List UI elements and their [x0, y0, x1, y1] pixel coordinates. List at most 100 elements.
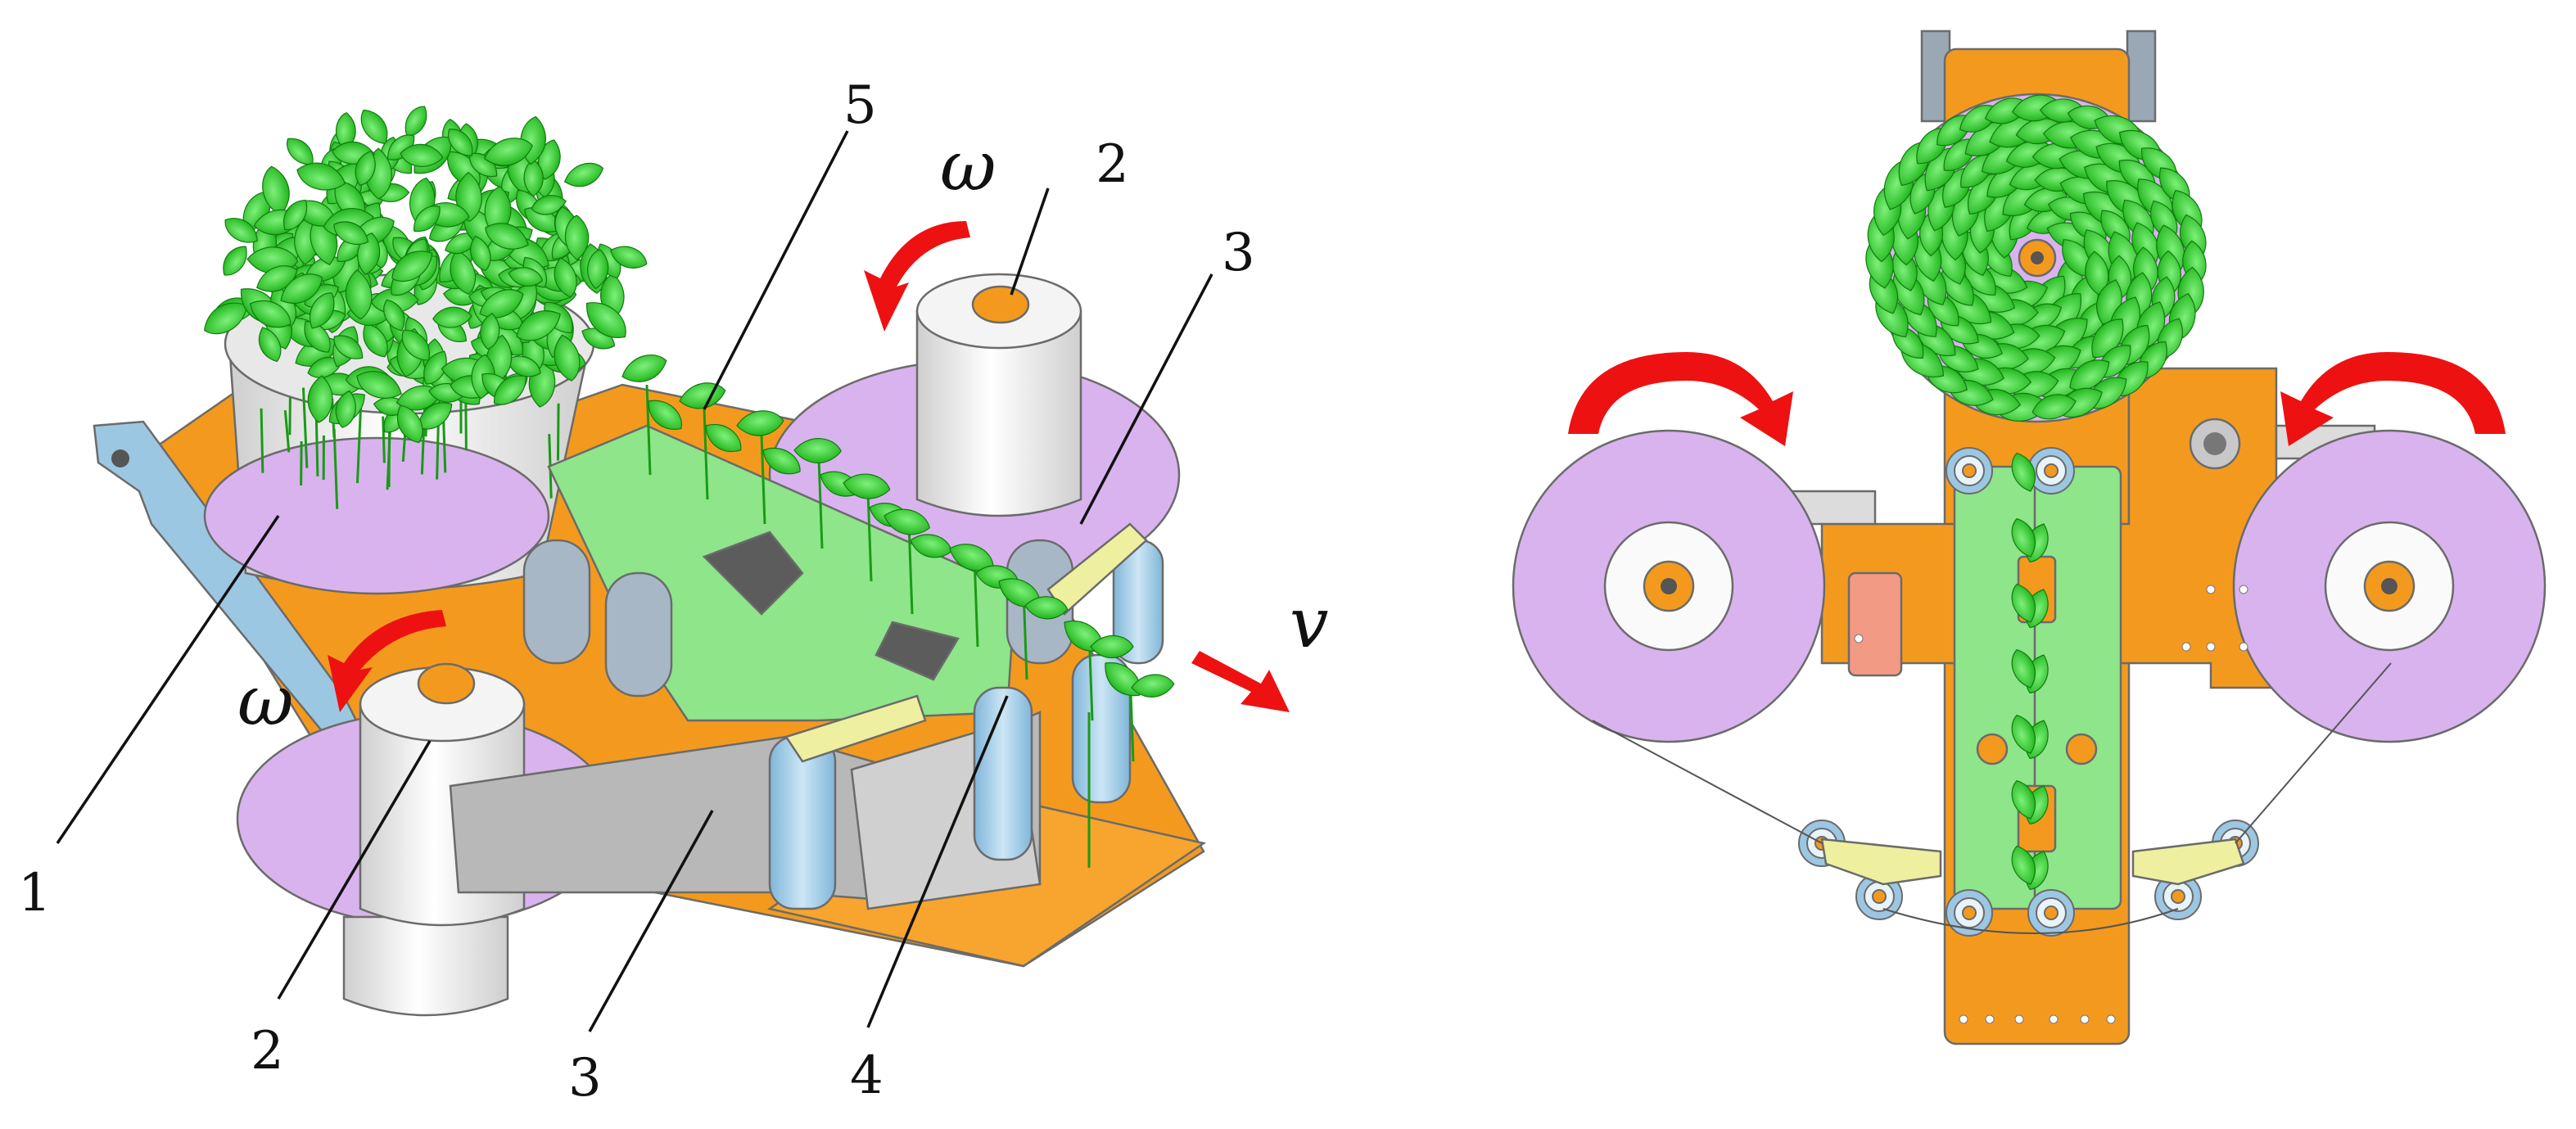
mount-hole — [2080, 1014, 2090, 1024]
mount-hole — [2206, 585, 2216, 594]
leaf — [470, 235, 491, 272]
callout-2-lower: 2 — [251, 1021, 284, 1082]
bracket-hole — [111, 449, 129, 467]
stem — [355, 404, 363, 484]
leaf — [345, 269, 373, 320]
leaf — [414, 205, 441, 232]
transplanted-seedlings — [621, 354, 1175, 868]
leaf — [283, 199, 308, 230]
leaf — [1090, 634, 1134, 659]
leaf — [485, 223, 529, 250]
stem — [817, 458, 824, 549]
mount-hole — [1959, 1014, 1968, 1024]
leaf — [554, 334, 581, 382]
rotation-arrow-icon — [328, 610, 446, 712]
leaf — [432, 306, 472, 328]
rotation-arrow-icon — [1568, 352, 1793, 446]
leaf — [287, 138, 314, 165]
leaf — [1131, 674, 1175, 698]
leaf — [564, 215, 590, 261]
leaf — [2011, 845, 2036, 885]
leaf — [391, 251, 433, 282]
leaf — [563, 162, 604, 187]
stem — [332, 428, 339, 509]
stem — [300, 440, 303, 485]
stem — [907, 523, 914, 615]
mount-hole — [1854, 634, 1864, 644]
tray-hub-center — [2031, 251, 2044, 264]
leaf — [450, 250, 477, 296]
guide-roller — [1872, 889, 1887, 904]
leaf — [554, 257, 577, 298]
leaf — [258, 327, 282, 363]
leaf — [336, 111, 356, 151]
leaf — [508, 267, 544, 287]
leaf — [333, 221, 369, 246]
callout-3-upper: 3 — [1222, 223, 1255, 283]
leaf — [333, 335, 364, 359]
leaf — [262, 165, 290, 216]
mount-hole — [2049, 1014, 2059, 1024]
callout-3-lower: 3 — [568, 1048, 602, 1109]
stem — [301, 387, 309, 468]
guide-roller — [1962, 905, 1977, 920]
stem — [645, 384, 652, 476]
lower-drum-core — [342, 915, 509, 1017]
leaf — [648, 400, 682, 430]
guide-roller — [1962, 463, 1977, 478]
leaf — [2011, 714, 2036, 754]
tension-arm-right — [2131, 838, 2245, 886]
upper-spool-hub — [971, 285, 1030, 324]
callout-leaders — [56, 130, 1213, 1032]
leaf — [223, 246, 247, 276]
leaf — [224, 218, 258, 243]
stem — [260, 408, 264, 473]
leaf — [335, 390, 356, 428]
leaf — [506, 355, 541, 377]
leaf — [494, 375, 526, 405]
side-mount-plate — [1847, 571, 1903, 677]
plate-cutout — [874, 621, 960, 681]
leaf — [355, 150, 376, 186]
leaf — [480, 312, 500, 350]
callout-5: 5 — [843, 75, 877, 136]
leaf — [400, 143, 444, 168]
leaf — [2031, 394, 2077, 420]
callout-2-upper: 2 — [1096, 134, 1129, 195]
seedling-cluster — [204, 106, 648, 509]
mount-hole — [2239, 642, 2248, 652]
guide-roller — [2044, 463, 2059, 478]
upper-spool — [915, 309, 1082, 517]
leaf — [587, 249, 609, 290]
rotation-arrow-icon — [2280, 352, 2506, 446]
belt-line — [2235, 662, 2392, 844]
right-drum-axle — [2381, 578, 2397, 594]
leaf — [2011, 517, 2036, 558]
omega-upper: ω — [940, 126, 997, 206]
velocity-symbol: v — [1290, 583, 1328, 663]
stem — [973, 556, 979, 648]
motor-shaft — [2203, 432, 2226, 455]
callout-1: 1 — [18, 863, 52, 924]
leaf — [2069, 359, 2110, 391]
leaf — [280, 273, 323, 305]
leaf — [586, 302, 626, 338]
top-rollers — [1798, 447, 2259, 937]
leaf — [356, 370, 402, 399]
leaf — [2011, 452, 2036, 492]
leaf — [249, 300, 291, 328]
leaf — [296, 162, 346, 191]
leaf — [483, 138, 533, 166]
seedling-tray-rim — [203, 436, 550, 595]
stem — [760, 433, 766, 525]
leaf — [309, 292, 335, 329]
tension-arm-front — [784, 694, 927, 763]
leaf — [401, 329, 430, 361]
leaf — [610, 246, 648, 269]
leaf — [447, 129, 473, 156]
roller-row — [522, 539, 1074, 698]
front-rollers — [768, 539, 1164, 910]
leaf — [762, 447, 801, 475]
mount-hole — [2014, 1014, 2024, 1024]
stem — [866, 490, 873, 582]
